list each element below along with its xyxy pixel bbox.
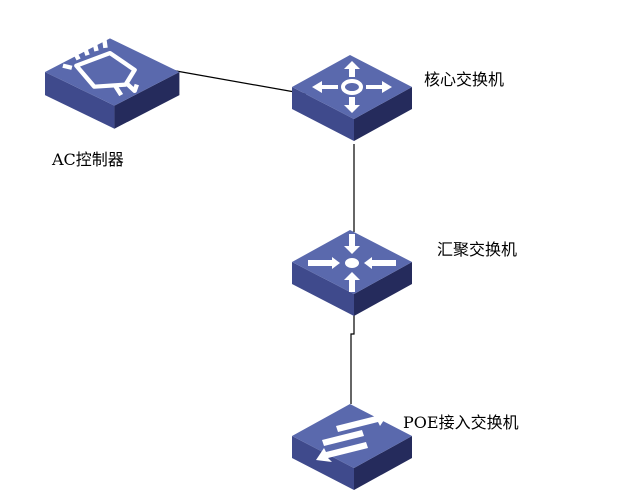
link-aggregation-poe [350, 306, 355, 404]
ac-controller-label: AC控制器 [52, 150, 124, 169]
core-switch-device[interactable] [292, 55, 412, 141]
aggregation-switch-icon [308, 234, 396, 292]
aggregation-switch-device[interactable] [292, 230, 412, 316]
aggregation-switch-label: 汇聚交换机 [437, 240, 518, 259]
core-switch-icon [312, 61, 392, 113]
ac-controller-icon [62, 39, 139, 97]
core-switch-label: 核心交换机 [424, 70, 505, 89]
link-ac-core [164, 68, 307, 95]
poe-switch-device[interactable] [292, 404, 412, 490]
ac-controller-device[interactable] [45, 38, 180, 129]
poe-switch-label: POE接入交换机 [403, 413, 519, 432]
poe-switch-icon [316, 412, 388, 462]
